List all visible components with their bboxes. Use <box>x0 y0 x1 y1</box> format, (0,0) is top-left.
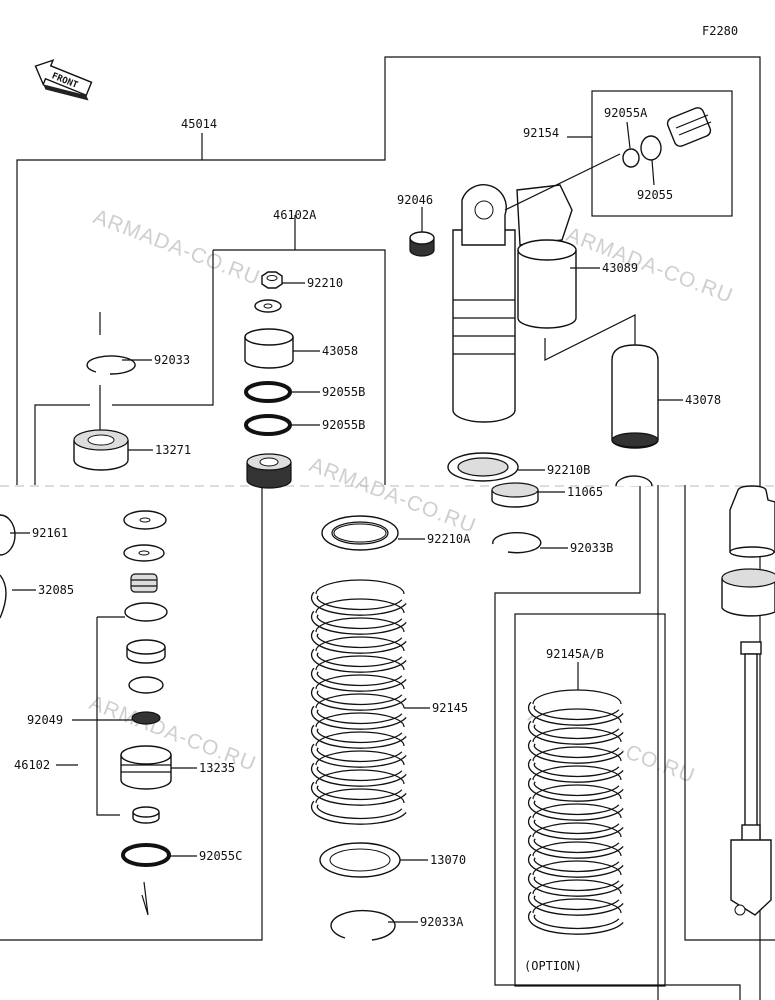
part-92046-bearing <box>409 231 435 257</box>
part-nut-lower <box>132 806 160 824</box>
part-92154-cap <box>666 107 712 147</box>
callout-92055B-1: 92055B <box>322 385 365 399</box>
callout-92161: 92161 <box>32 526 68 540</box>
bracket-43078 <box>544 314 636 361</box>
callout-11065: 11065 <box>567 485 603 499</box>
callout-13235: 13235 <box>199 761 235 775</box>
callout-43058: 43058 <box>322 344 358 358</box>
part-43058-sleeve <box>244 328 294 369</box>
option-label: (OPTION) <box>524 959 582 973</box>
part-bump-cap <box>246 453 292 489</box>
part-92161-cut <box>0 514 16 556</box>
callout-92033: 92033 <box>154 353 190 367</box>
part-13271-cup <box>73 429 129 471</box>
part-shock-body <box>452 184 516 423</box>
part-92055B-oring-2 <box>244 414 292 436</box>
arrow-92055C <box>141 881 149 916</box>
callout-92055C: 92055C <box>199 849 242 863</box>
callout-45014: 45014 <box>181 117 217 131</box>
callout-32085: 32085 <box>38 583 74 597</box>
part-43089-reservoir <box>516 184 577 329</box>
callout-labels: 45014 46102A 92210 43058 92055B 92055B 9… <box>14 106 721 973</box>
callout-13271: 13271 <box>155 443 191 457</box>
part-92055C-oring <box>121 843 171 867</box>
part-92049-bushing <box>131 711 161 725</box>
callout-92055: 92055 <box>637 188 673 202</box>
part-92210A-ringnut <box>321 515 399 551</box>
part-92033B-circlip <box>492 531 542 554</box>
part-92033A-circlip <box>330 909 396 941</box>
callout-92033A: 92033A <box>420 915 464 929</box>
part-washer-b <box>123 544 165 562</box>
callout-92210B: 92210B <box>547 463 590 477</box>
part-13070-seat <box>319 842 401 878</box>
part-washer-c <box>128 676 164 694</box>
part-92055B-oring-1 <box>244 381 292 403</box>
callout-92210: 92210 <box>307 276 343 290</box>
leader-lines <box>10 121 683 923</box>
part-92055-oring <box>640 135 662 161</box>
part-shock-rod <box>730 641 772 916</box>
callout-43078: 43078 <box>685 393 721 407</box>
part-cut-ring-right <box>615 475 653 487</box>
part-92145AB-spring <box>527 689 624 946</box>
callout-92210A: 92210A <box>427 532 471 546</box>
watermark-1: ARMADA-CO.RU <box>90 205 263 290</box>
callout-92145: 92145 <box>432 701 468 715</box>
part-seal-ring <box>124 602 168 622</box>
part-11065-cup <box>491 482 539 508</box>
part-washer-a <box>123 510 167 530</box>
watermarks: ARMADA-CO.RU ARMADA-CO.RU ARMADA-CO.RU A… <box>86 205 736 788</box>
part-92145-spring <box>310 579 407 836</box>
part-92055A-oring <box>622 148 640 168</box>
callout-92154: 92154 <box>523 126 559 140</box>
watermark-2: ARMADA-CO.RU <box>563 223 736 308</box>
callout-43089: 43089 <box>602 261 638 275</box>
callout-46102A: 46102A <box>273 208 317 222</box>
callout-92055A: 92055A <box>604 106 648 120</box>
part-92210-nut <box>261 271 283 289</box>
part-13235-piston <box>120 745 172 790</box>
figure-code: F2280 <box>702 24 738 38</box>
part-43078-bladder <box>611 344 659 449</box>
part-bump-rubber <box>729 485 775 558</box>
callout-92033B: 92033B <box>570 541 613 555</box>
callout-92049: 92049 <box>27 713 63 727</box>
callout-46102: 46102 <box>14 758 50 772</box>
part-92033-circlip <box>86 312 136 430</box>
callout-13070: 13070 <box>430 853 466 867</box>
callout-92046: 92046 <box>397 193 433 207</box>
callout-92055B-2: 92055B <box>322 418 365 432</box>
part-seal-cup-right <box>721 568 775 617</box>
front-arrow-icon: FRONT <box>34 59 93 101</box>
part-washer-small-hole <box>263 303 273 309</box>
bracket-92049 <box>96 617 120 816</box>
part-spring-small <box>130 573 158 593</box>
part-32085-cut <box>0 574 7 619</box>
part-bushing <box>126 639 166 664</box>
part-92210B-ringnut <box>447 452 519 482</box>
callout-92145AB: 92145A/B <box>546 647 604 661</box>
